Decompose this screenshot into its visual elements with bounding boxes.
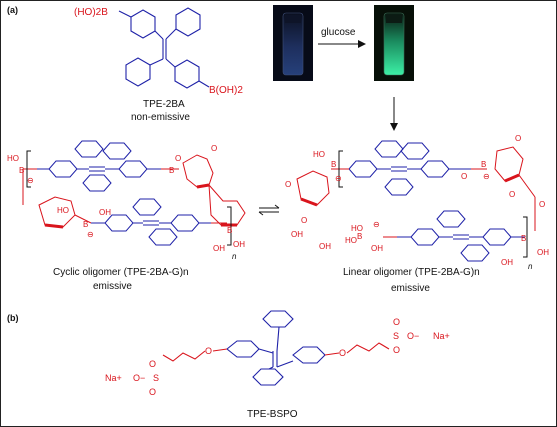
cyclic-caption: Cyclic oligomer (TPE-2BA-G)n	[53, 267, 189, 278]
sulfonate-ominus-right: O−	[407, 331, 419, 341]
linear-o-2: O	[301, 216, 307, 225]
compound-name: TPE-BSPO	[247, 409, 298, 420]
sulfonate-s-right: S	[393, 331, 399, 341]
linear-oh-1: OH	[291, 230, 303, 239]
vial-photo-before	[273, 5, 313, 81]
sulfonate-o-right-bottom: O	[393, 345, 400, 355]
monomer-state: non-emissive	[131, 112, 190, 123]
cyclic-b-2: B	[169, 166, 174, 175]
sulfonate-s-left: S	[153, 373, 159, 383]
panel-b-tag: (b)	[7, 313, 19, 323]
linear-oh-4: OH	[501, 258, 513, 267]
linear-oligomer-structure: HO B ⊖ O O OH OH B ⊖ O O O O B OH OH HO …	[285, 134, 549, 267]
ether-o-right: O	[339, 348, 346, 358]
panel-a-tag: (a)	[7, 5, 18, 15]
linear-o-1: O	[285, 180, 291, 189]
vial-photo-after	[374, 5, 414, 81]
linear-b-2: B	[481, 160, 486, 169]
ether-o-left: O	[205, 346, 212, 356]
linear-minus-2: ⊖	[483, 172, 490, 181]
sulfonate-o-left-top: O	[149, 359, 156, 369]
linear-caption: Linear oligomer (TPE-2BA-G)n	[343, 267, 480, 278]
linear-oh-3: OH	[537, 248, 549, 257]
cyclic-b-1: B	[19, 166, 24, 175]
linear-b-3: B	[521, 234, 526, 243]
linear-b-4: B	[357, 232, 362, 241]
tpe-bspo-structure	[162, 310, 390, 386]
cyclic-state: emissive	[93, 281, 132, 292]
cyclic-b-3: B	[83, 220, 88, 229]
sulfonate-o-left-bottom: O	[149, 387, 156, 397]
cyclic-ho-2: HO	[57, 206, 69, 215]
sodium-ion-right: Na+	[433, 331, 450, 341]
linear-o-5: O	[539, 200, 545, 209]
cyclic-minus-2: ⊖	[87, 230, 94, 239]
linear-o-3: O	[461, 172, 467, 181]
linear-minus-1: ⊖	[335, 174, 342, 183]
cyclic-oh-2: OH	[233, 240, 245, 249]
cyclic-minus-1: ⊖	[27, 176, 34, 185]
cyclic-o-1: O	[175, 154, 181, 163]
cyclic-repeat-n: n	[232, 252, 237, 261]
linear-b-1: B	[331, 160, 336, 169]
cyclic-ho-1: HO	[7, 154, 19, 163]
linear-oh-5: OH	[371, 244, 383, 253]
boronic-acid-top-label: (HO)2B	[74, 7, 108, 18]
cyclic-b-4: B	[227, 226, 232, 235]
monomer-name: TPE-2BA	[143, 99, 185, 110]
linear-ho-2: HO	[351, 224, 363, 233]
linear-oh-2: OH	[319, 242, 331, 251]
glucose-arrow-label: glucose	[321, 27, 356, 38]
linear-ho-1: HO	[313, 150, 325, 159]
sodium-ion-left: Na+	[105, 373, 122, 383]
cyclic-oh-1: OH	[99, 208, 111, 217]
boronic-acid-bottom-label: B(OH)2	[209, 85, 243, 96]
cyclic-oh-3: OH	[213, 244, 225, 253]
sulfonate-o-right-top: O	[393, 317, 400, 327]
linear-repeat-n: n	[528, 262, 533, 271]
linear-o-6: O	[509, 190, 515, 199]
cyclic-o-2: O	[211, 144, 217, 153]
linear-ho-3: HO	[345, 236, 357, 245]
linear-o-4: O	[515, 134, 521, 143]
linear-state: emissive	[391, 283, 430, 294]
sulfonate-ominus-left: O−	[133, 373, 145, 383]
equilibrium-arrows	[258, 204, 280, 216]
linear-minus-3: ⊖	[373, 220, 380, 229]
tpe-2ba-structure	[118, 7, 210, 89]
cyclic-oligomer-structure: HO B ⊖ B O O HO OH B ⊖ B OH OH	[7, 140, 246, 253]
